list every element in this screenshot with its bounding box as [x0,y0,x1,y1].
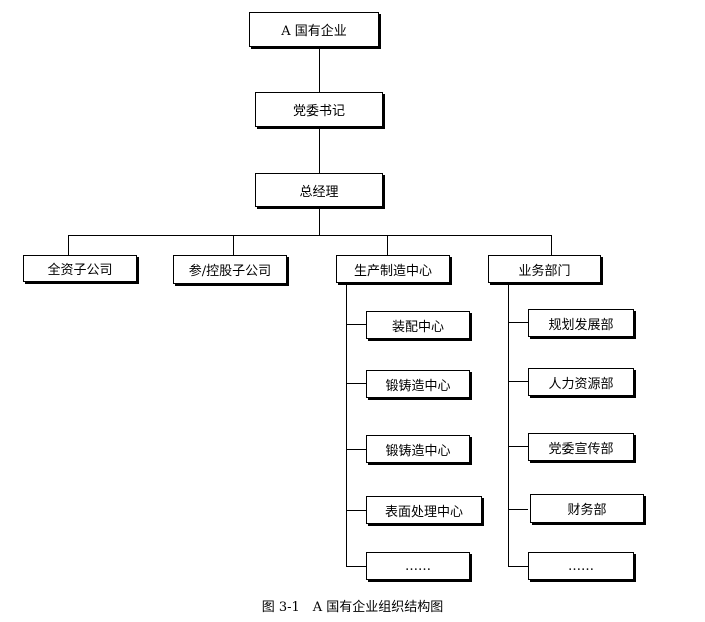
connector [319,127,320,173]
node-general-manager: 总经理 [255,173,383,207]
connector [387,235,388,255]
connector [68,235,552,236]
node-finance-dept: 财务部 [530,494,644,523]
figure-caption: 图 3-1 A 国有企业组织结构图 [261,600,444,615]
connector [346,449,366,450]
node-manufacturing-center: 生产制造中心 [336,255,450,283]
connector [319,47,320,92]
node-planning-dept: 规划发展部 [528,309,634,337]
connector [508,509,528,510]
node-hr-dept: 人力资源部 [528,368,634,396]
connector [346,383,366,384]
node-party-publicity-dept: 党委宣传部 [528,433,634,461]
connector [346,324,366,325]
node-more-ellipsis: …… [528,552,634,580]
connector [508,381,528,382]
connector [68,235,69,255]
node-more-ellipsis: …… [366,552,470,580]
node-holding-subsidiary: 参/控股子公司 [173,255,287,284]
connector [319,207,320,235]
node-wholly-owned-subsidiary: 全资子公司 [23,255,137,282]
node-business-dept: 业务部门 [488,255,601,283]
connector [346,283,347,566]
connector [508,446,528,447]
connector [233,235,234,255]
connector [346,566,366,567]
node-root: A 国有企业 [249,12,379,47]
connector [508,322,528,323]
node-assembly-center: 装配中心 [366,311,470,339]
node-forging-casting-center: 锻铸造中心 [366,435,470,463]
connector [346,510,366,511]
node-surface-treatment-center: 表面处理中心 [366,496,482,524]
node-party-secretary: 党委书记 [255,92,383,127]
connector [508,283,509,566]
connector [551,235,552,255]
connector [508,566,528,567]
node-forging-casting-center: 锻铸造中心 [366,370,470,398]
